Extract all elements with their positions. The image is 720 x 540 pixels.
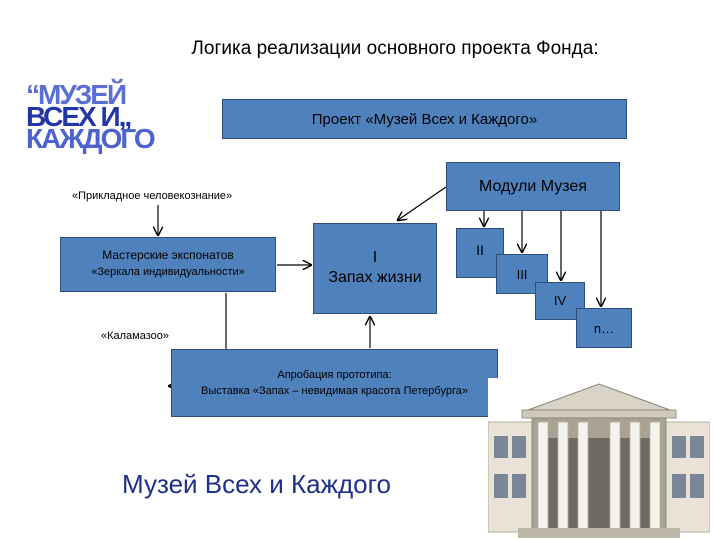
workshop-sub-label: «Зеркала индивидуальности» [91, 266, 245, 278]
modules-box: Модули Музея [446, 162, 620, 211]
project-box: Проект «Музей Всех и Каждого» [222, 99, 627, 139]
workshop-box: Мастерские экспонатов «Зеркала индивидуа… [60, 237, 276, 292]
module-four-box: IV [535, 282, 585, 320]
kalamazoo-label: «Каламазоо» [101, 330, 170, 342]
module-one-box: I Запах жизни [313, 223, 437, 314]
museum-logo: “МУЗЕЙ ВСЕХ И,, КАЖДОГО [26, 79, 166, 154]
module-one-number: I [372, 249, 378, 266]
approbation-line-2: Выставка «Запах – невидимая красота Пете… [201, 385, 468, 397]
modules-label: Модули Музея [479, 177, 587, 195]
module-three-label: III [516, 267, 528, 282]
footer-title: Музей Всех и Каждого [122, 469, 391, 499]
workshop-label: Мастерские экспонатов [102, 248, 234, 262]
arrow-modules-to-one [398, 186, 447, 220]
approbation-line-1: Апробация прототипа: [277, 369, 392, 381]
museum-building-image [488, 378, 710, 538]
module-four-label: IV [553, 293, 567, 308]
logo-line-3: КАЖДОГО [26, 123, 156, 154]
module-two-box: II [456, 228, 504, 278]
approbation-box: Апробация прототипа: Выставка «Запах – н… [171, 349, 498, 417]
module-n-box: n… [576, 308, 632, 348]
module-n-label: n… [593, 321, 615, 336]
logo-line-2: ВСЕХ И,, [26, 101, 132, 132]
logo-line-1: “МУЗЕЙ [26, 79, 127, 110]
applied-label: «Прикладное человекознание» [72, 190, 233, 202]
page-title: Логика реализации основного проекта Фонд… [191, 38, 599, 59]
module-one-label: Запах жизни [328, 269, 422, 286]
project-label: Проект «Музей Всех и Каждого» [311, 110, 538, 128]
module-two-label: II [476, 242, 484, 258]
